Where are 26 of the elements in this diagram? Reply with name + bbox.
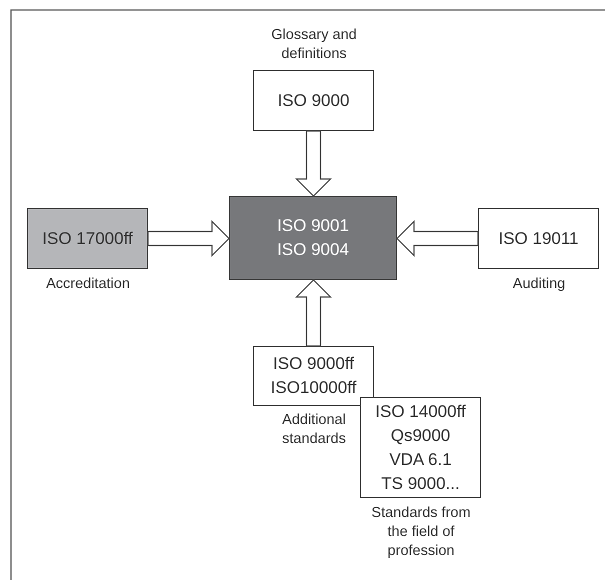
block-arrow	[295, 130, 332, 197]
standard-box	[360, 397, 481, 498]
standard-label: VDA 6.1	[388, 448, 453, 470]
standard-box	[253, 70, 374, 131]
standard-box	[229, 196, 397, 280]
standard-label: ISO 19011	[497, 228, 580, 250]
standard-box	[478, 208, 599, 269]
standard-label: ISO10000ff	[270, 377, 358, 399]
caption-label: Accreditation	[45, 275, 131, 294]
standard-label: ISO 9000	[276, 90, 350, 112]
standard-label: ISO 9000ff	[272, 353, 355, 375]
block-arrow	[295, 279, 332, 347]
caption-label: Auditing	[512, 275, 566, 294]
standard-label: ISO 17000ff	[41, 228, 134, 250]
caption-label: Additional standards	[281, 411, 347, 449]
block-arrow	[147, 220, 230, 257]
block-arrow	[396, 220, 479, 257]
standard-label: Qs9000	[390, 424, 452, 446]
standard-box	[253, 346, 374, 406]
standard-label: TS 9000...	[380, 472, 461, 494]
standard-label: ISO 9001	[276, 215, 350, 237]
standard-label: ISO 14000ff	[374, 400, 467, 422]
caption-label: Glossary and definitions	[270, 26, 358, 64]
standard-label: ISO 9004	[276, 239, 350, 261]
caption-label: Standards from the field of profession	[370, 504, 472, 561]
standard-box	[27, 208, 148, 269]
